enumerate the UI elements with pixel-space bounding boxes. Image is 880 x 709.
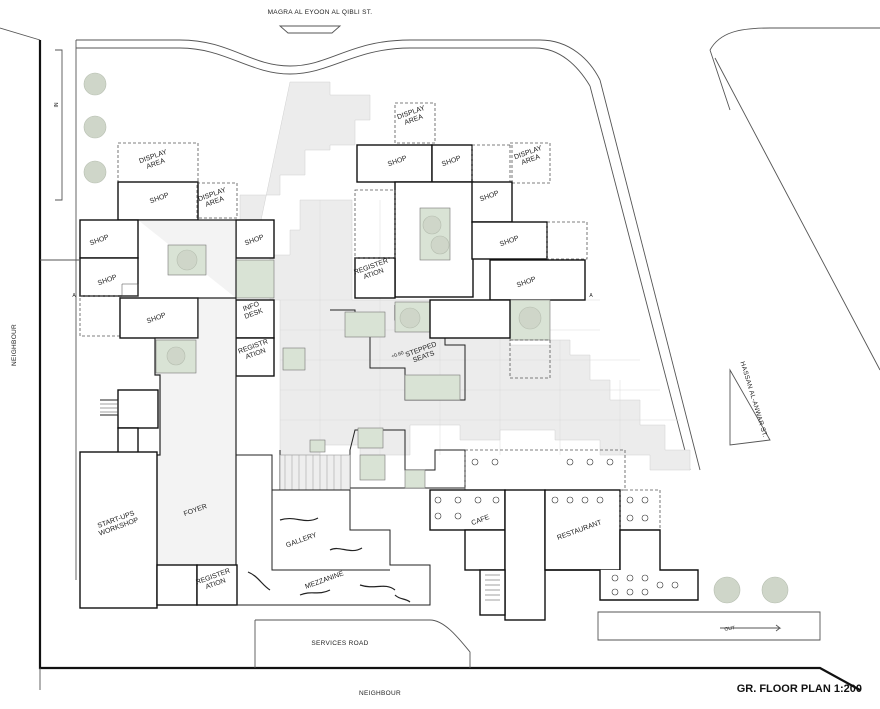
west-wing: [40, 142, 275, 609]
entrance-in-label: IN: [54, 102, 60, 107]
section-mark-left: A: [72, 293, 76, 299]
central-block: [354, 102, 588, 379]
tree-icon: [713, 576, 741, 604]
drawing-title: GR. FLOOR PLAN 1:200: [737, 683, 862, 695]
tree-icon: [83, 115, 107, 139]
terraces: [279, 427, 466, 491]
street-label-east: HASSAN AL-ANWAR ST.: [739, 361, 769, 439]
gallery-block: [236, 454, 431, 606]
tree-icon: [83, 160, 107, 184]
dining-block: [429, 449, 699, 621]
label-mezzanine: MEZZANINE: [304, 570, 345, 591]
street-label-north: MAGRA AL EYOON AL QIBLI ST.: [268, 9, 373, 16]
exit-out-label: OUT: [724, 625, 735, 633]
tree-icon: [83, 72, 107, 96]
room-label-line: MEZZANINE: [304, 570, 345, 591]
room-label-line: +0.60: [391, 350, 405, 360]
street-label-west: NEIGHBOUR: [11, 324, 18, 366]
services-road-label: SERVICES ROAD: [311, 640, 368, 647]
section-mark-right: A: [589, 293, 593, 299]
label-display-area-4: DISPLAYAREA: [513, 145, 546, 169]
room-label-line: GALLERY: [285, 532, 318, 550]
label-display-area-2: DISPLAYAREA: [197, 187, 230, 211]
label-gallery: GALLERY: [285, 532, 318, 550]
site-context: [0, 25, 880, 691]
label-display-area-1: DISPLAYAREA: [138, 149, 171, 173]
street-label-south: NEIGHBOUR: [359, 690, 401, 697]
label-display-area-3: DISPLAYAREA: [396, 105, 429, 129]
label-level-mark: +0.60: [391, 350, 405, 360]
stepped-seats: [282, 305, 466, 401]
tree-icon: [761, 576, 789, 604]
site-trees: [83, 72, 789, 604]
